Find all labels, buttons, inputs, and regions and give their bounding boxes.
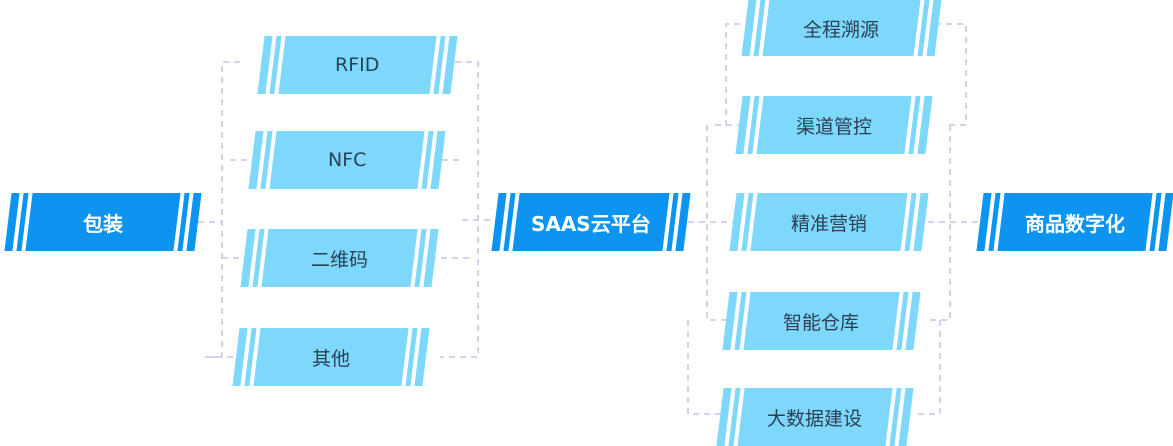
smart-warehouse-node: 智能仓库 [722,292,921,350]
digitalization-label: 商品数字化 [1025,211,1125,236]
traceability-label: 全程溯源 [803,18,880,41]
qrcode-node: 二维码 [240,229,439,287]
saas-platform-label: SAAS云平台 [531,211,651,236]
bracket-right-inputs [440,61,479,358]
rfid-node: RFID [257,36,458,94]
smart-warehouse-label: 智能仓库 [783,311,860,334]
bracket-right-outputs [935,23,967,126]
packaging-label: 包装 [83,211,123,236]
channel-control-node: 渠道管控 [735,96,933,154]
packaging-node: 包装 [4,193,202,251]
other-node: 其他 [232,328,430,386]
bracket-left-inputs [205,61,240,358]
big-data-label: 大数据建设 [767,407,863,430]
nfc-node: NFC [248,131,446,189]
digitalization-node: 商品数字化 [976,193,1173,251]
qrcode-label: 二维码 [310,248,368,271]
saas-platform-node: SAAS云平台 [491,193,691,251]
rfid-label: RFID [335,54,380,76]
nfc-label: NFC [327,149,367,171]
channel-control-label: 渠道管控 [795,115,872,138]
other-label: 其他 [311,347,350,370]
precision-marketing-label: 精准营销 [790,212,867,235]
precision-marketing-node: 精准营销 [729,193,929,251]
big-data-node: 大数据建设 [716,388,914,446]
traceability-node: 全程溯源 [741,0,942,56]
